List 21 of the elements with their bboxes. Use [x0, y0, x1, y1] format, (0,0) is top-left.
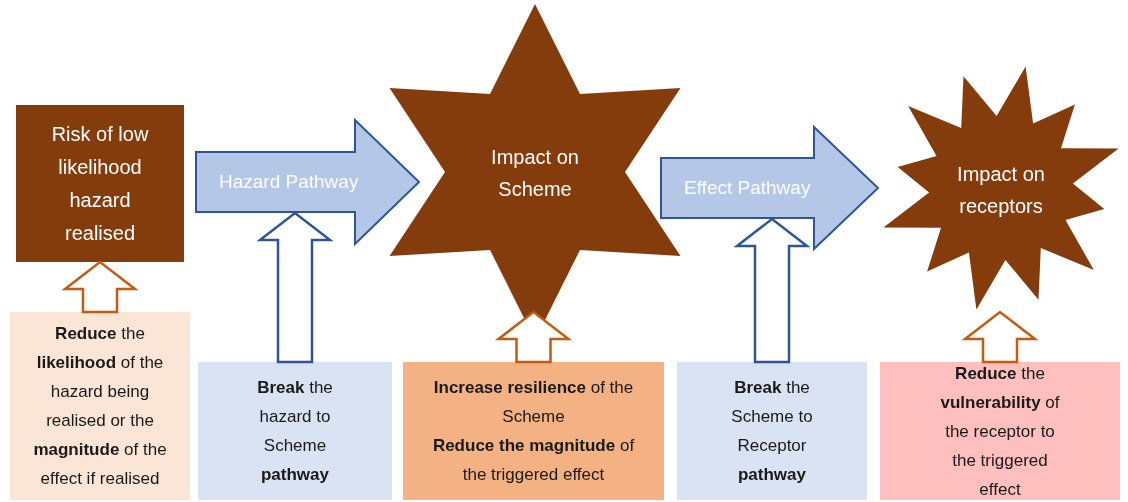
- risk-box: [16, 105, 184, 262]
- hollow-arrow: [494, 310, 573, 364]
- strategy-box: [403, 362, 664, 500]
- strategy-box: [198, 362, 392, 500]
- strategy-box: [10, 312, 190, 500]
- pathway-label: Hazard Pathway: [219, 169, 359, 194]
- strategy-text: Break the Scheme to Receptor pathway: [730, 377, 814, 486]
- strategy-text: Reduce the vulnerability of the receptor to the triggered effect: [939, 362, 1061, 501]
- hollow-arrow: [733, 217, 811, 364]
- strategy-text: Reduce the likelihood of the hazard being realised or the magnitude of the effect if realised: [32, 323, 168, 490]
- strategy-box: [677, 362, 867, 500]
- risk-text: Risk of low likelihood hazard realised: [50, 121, 150, 246]
- impact-label: Impact on receptors: [956, 162, 1046, 219]
- hollow-arrow: [256, 211, 334, 364]
- strategy-text: Break the hazard to Scheme pathway: [256, 377, 334, 486]
- hollow-arrow: [961, 310, 1039, 364]
- impact-label: Impact on Scheme: [490, 145, 580, 202]
- hollow-arrow: [61, 260, 139, 314]
- pathway-label: Effect Pathway: [684, 175, 811, 200]
- strategy-box: [880, 362, 1120, 500]
- strategy-text: Reduce the magnitude of the triggered effect: [431, 435, 636, 486]
